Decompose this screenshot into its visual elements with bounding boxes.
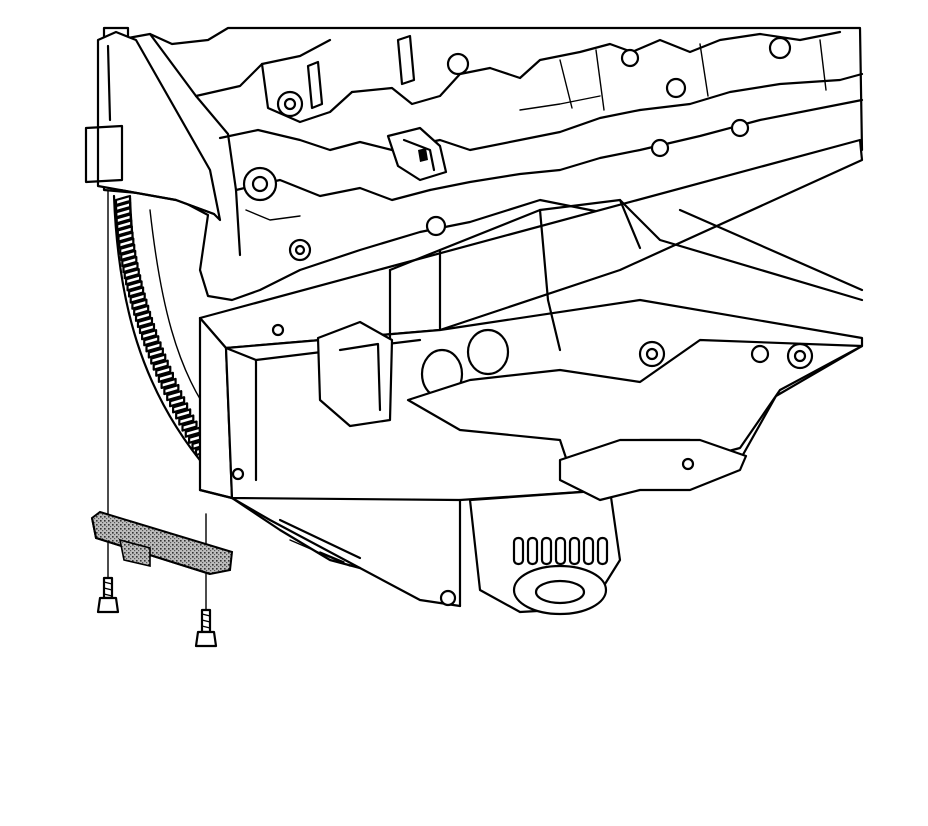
ring-gear-tooth <box>120 249 137 261</box>
ring-gear-tooth <box>155 365 172 377</box>
ring-gear-tooth <box>181 420 198 432</box>
ring-gear-tooth <box>119 243 136 255</box>
ring-gear-tooth <box>152 359 169 371</box>
flywheel-inspection-cover <box>90 510 234 576</box>
ring-gear-tooth <box>138 322 156 335</box>
ring-gear-tooth <box>122 261 139 274</box>
ring-gear-tooth <box>133 304 150 316</box>
oil-pan <box>198 138 864 616</box>
ring-gear-tooth <box>166 390 183 402</box>
sump-rib <box>596 536 609 566</box>
sump-rib <box>512 536 525 566</box>
ring-gear-tooth <box>127 286 145 298</box>
ring-gear-tooth <box>143 335 160 347</box>
ring-gear-tooth <box>140 329 158 341</box>
engine-block <box>102 26 864 302</box>
ring-gear-tooth <box>115 207 132 219</box>
alignment-lines <box>107 189 207 611</box>
ring-gear-tooth <box>116 225 133 237</box>
sump-rib <box>526 536 539 566</box>
ring-gear-tooth <box>123 268 140 280</box>
ring-gear-tooth <box>175 408 192 420</box>
ring-gear-tooth <box>129 292 146 304</box>
ring-gear-tooth <box>147 347 164 359</box>
cover-bolt-right <box>194 608 218 648</box>
ring-gear-tooth <box>145 341 162 353</box>
sump-rib <box>568 536 581 566</box>
ring-gear-tooth <box>126 280 143 292</box>
ring-gear-tooth <box>172 402 189 414</box>
ring-gear-tooth <box>116 219 133 231</box>
ring-gear-tooth <box>163 383 180 396</box>
ring-gear-tooth <box>136 316 154 329</box>
ring-gear-tooth <box>121 255 138 268</box>
ring-gear-tooth <box>150 353 167 365</box>
transmission-bracket <box>84 30 222 222</box>
ring-gear-tooth <box>134 310 152 322</box>
ring-gear-tooth <box>157 371 174 383</box>
ring-gear-tooth <box>169 396 186 408</box>
ring-gear-tooth <box>160 377 177 390</box>
ring-gear-tooth <box>115 200 132 213</box>
ring-gear-tooth <box>117 231 134 243</box>
cover-bolt-left <box>96 576 120 614</box>
sump-rib <box>554 536 567 566</box>
ring-gear-tooth <box>125 274 142 286</box>
sump-rib <box>540 536 553 566</box>
ring-gear-tooth <box>118 237 135 249</box>
ring-gear-tooth <box>178 414 195 426</box>
ring-gear-tooth <box>115 213 132 225</box>
sump-rib <box>582 536 595 566</box>
ring-gear-tooth <box>131 298 148 310</box>
ring-gear-tooth <box>114 194 132 207</box>
